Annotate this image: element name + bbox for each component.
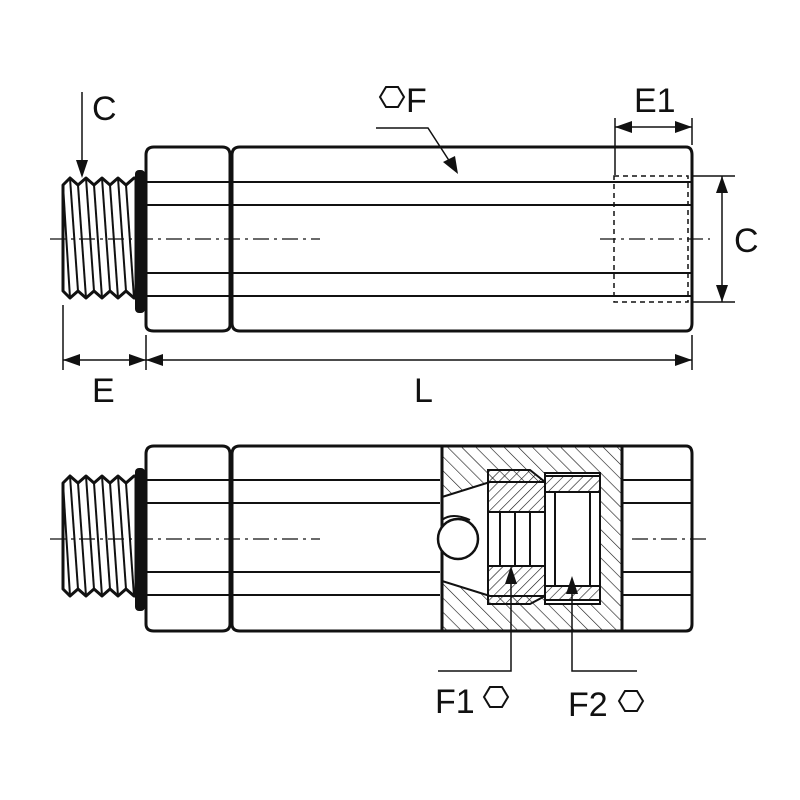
hexagon-outline-icon (617, 690, 645, 712)
seat-piece (487, 469, 546, 513)
top-thread (61, 170, 145, 313)
section-cutaway (436, 445, 624, 632)
hexagon-outline-icon (378, 86, 406, 108)
hexagon-outline-icon (482, 686, 510, 708)
insert-piece (544, 475, 601, 493)
bottom-view: F1 F2 (50, 444, 710, 724)
bottom-hex-nut (144, 444, 232, 633)
top-view: C F E1 C (50, 82, 759, 410)
dim-e1: E1 (614, 82, 693, 175)
label-c-top: C (92, 90, 117, 128)
label-hex-f: F (406, 82, 427, 120)
label-f1: F1 (435, 683, 475, 721)
check-ball (436, 517, 480, 561)
label-e: E (92, 372, 115, 410)
dim-hex-f: F (376, 82, 458, 174)
label-e1: E1 (634, 82, 676, 120)
dim-f1: F1 (435, 566, 517, 721)
dim-c-top: C (76, 90, 117, 178)
dim-e: E (62, 305, 147, 410)
dim-c-right: C (692, 175, 759, 303)
label-c-right: C (734, 222, 759, 260)
bottom-body (230, 444, 694, 633)
label-f2: F2 (568, 686, 608, 724)
dim-f2: F2 (566, 576, 645, 724)
bottom-thread (61, 468, 145, 611)
top-hex-nut (144, 145, 232, 333)
dim-l: L (146, 335, 693, 410)
label-l: L (414, 372, 433, 410)
